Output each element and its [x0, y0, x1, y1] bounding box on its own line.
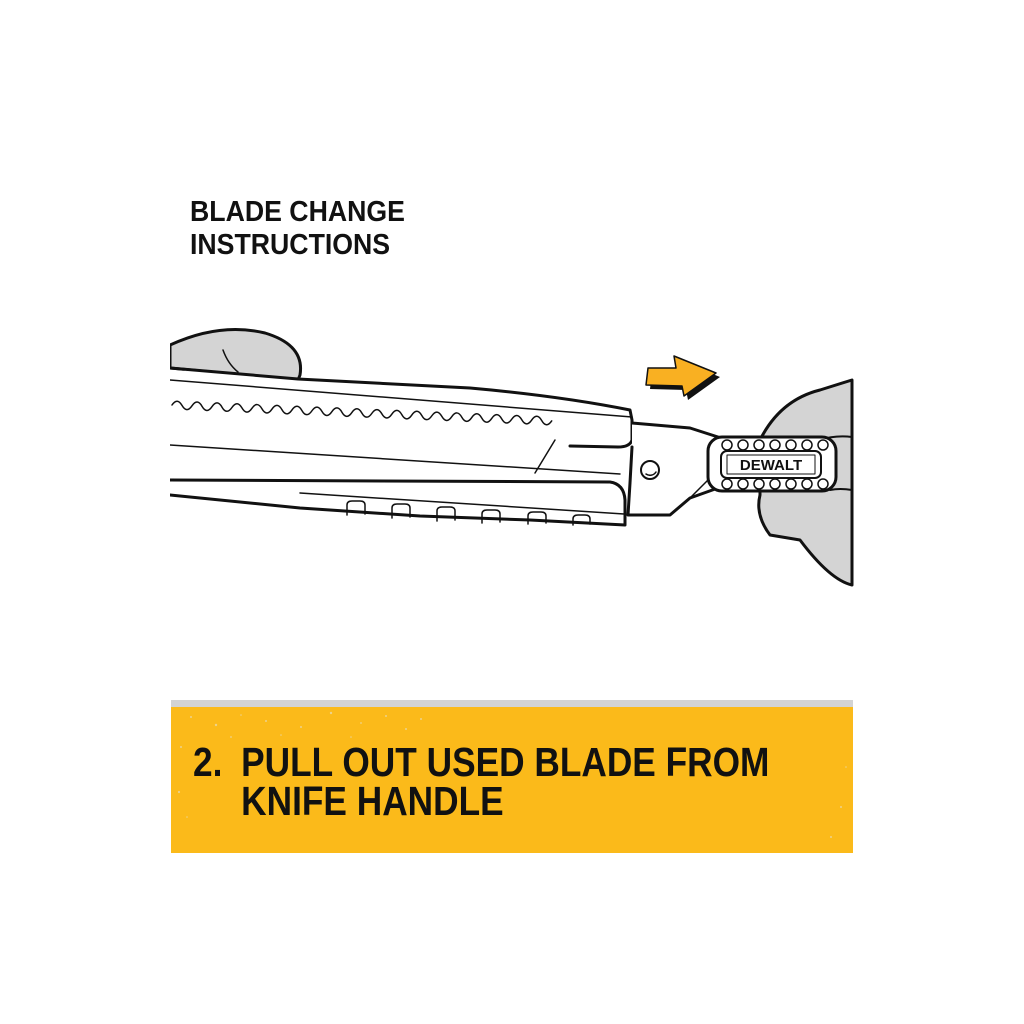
step-number: 2. [193, 739, 223, 785]
left-thumb-icon [170, 327, 303, 382]
instructions-title: BLADE CHANGE INSTRUCTIONS [190, 196, 405, 262]
step-line-2: KNIFE HANDLE [241, 778, 504, 824]
banner-texture [177, 711, 847, 838]
direction-arrow-icon [645, 355, 720, 400]
knife-handle-icon [170, 366, 634, 527]
dewalt-tab-icon [706, 435, 838, 493]
blade-change-illustration: DEWALT [170, 327, 854, 587]
title-line-2: INSTRUCTIONS [190, 229, 391, 261]
step-instruction: 2. PULL OUT USED BLADE FROM KNIFE HANDLE [193, 739, 769, 824]
brand-label: DEWALT [740, 457, 802, 474]
step-line-1: PULL OUT USED BLADE FROM [241, 739, 770, 785]
step-banner: 2. PULL OUT USED BLADE FROM KNIFE HANDLE [171, 707, 853, 853]
banner-top-rule [171, 700, 853, 707]
title-line-1: BLADE CHANGE [190, 196, 405, 228]
blade-icon [626, 421, 720, 517]
